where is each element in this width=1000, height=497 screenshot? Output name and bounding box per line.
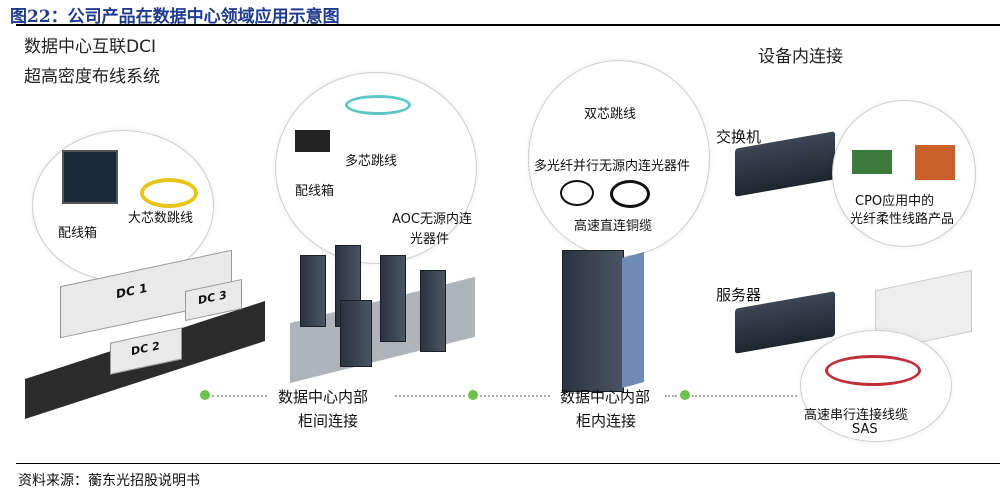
patch-panel-image (62, 150, 118, 204)
trunk-cable-image (140, 178, 198, 208)
intra-caption-1: 数据中心内部 (560, 388, 651, 406)
dci-trunk-label: 大芯数跳线 (128, 211, 194, 226)
flow-dot (200, 390, 210, 400)
intra-rack-products-circle (528, 60, 710, 257)
flow-dot (468, 390, 478, 400)
inter-item-optics: 光器件 (410, 232, 450, 247)
inter-item-aoc: AOC无源内连 (392, 212, 472, 227)
flow-line (395, 395, 465, 397)
flow-line (692, 395, 797, 397)
rack-1 (300, 255, 326, 327)
inter-item-panel: 配线箱 (295, 184, 335, 199)
rack-door (622, 252, 644, 388)
dci-panel-label: 配线箱 (58, 226, 98, 241)
sas-circle (800, 330, 952, 442)
inter-caption-2: 柜间连接 (298, 412, 359, 430)
source-note: 资料来源：蘅东光招股说明书 (18, 473, 200, 489)
switch-label: 交换机 (716, 128, 762, 146)
dc3-label: DC 3 (198, 288, 227, 308)
title-rule (16, 24, 1000, 26)
dci-title-2: 超高密度布线系统 (24, 67, 160, 87)
intra-caption-2: 柜内连接 (576, 412, 637, 430)
sas-label-1: 高速串行连接线缆 (804, 408, 909, 423)
dc1-label: DC 1 (116, 280, 148, 302)
rack-3 (380, 255, 406, 342)
server-rack (562, 250, 624, 392)
flow-line (212, 395, 267, 397)
source-rule (16, 463, 1000, 464)
sas-label-2: SAS (852, 422, 878, 437)
server-label: 服务器 (716, 286, 762, 304)
dci-title-1: 数据中心互联DCI (24, 37, 156, 57)
flow-dot (680, 390, 690, 400)
flow-line (665, 395, 677, 397)
dc2-label: DC 2 (131, 339, 160, 359)
inter-caption-1: 数据中心内部 (278, 388, 369, 406)
rack-4 (420, 270, 446, 352)
inter-item-multicore: 多芯跳线 (345, 154, 398, 169)
flow-line (480, 395, 550, 397)
rack-5 (340, 300, 372, 367)
dac-coil-image (610, 180, 650, 208)
flex-circuit-image (915, 145, 955, 180)
cpo-label-2: 光纤柔性线路产品 (850, 212, 955, 227)
cpo-chip-image (852, 150, 892, 174)
sas-cable-image (825, 355, 921, 386)
multicore-jumper-image (345, 95, 411, 115)
intra-item-dac: 高速直连铜缆 (574, 219, 653, 234)
figure-title: 图22：公司产品在数据中心领域应用示意图 (10, 7, 340, 27)
intra-item-duplex: 双芯跳线 (584, 107, 637, 122)
cpo-label-1: CPO应用中的 (855, 194, 935, 209)
patch-box-image (295, 130, 330, 152)
device-heading: 设备内连接 (758, 47, 843, 67)
intra-item-parallel: 多光纤并行无源内连光器件 (534, 159, 691, 174)
dac-cable-image (560, 180, 594, 206)
